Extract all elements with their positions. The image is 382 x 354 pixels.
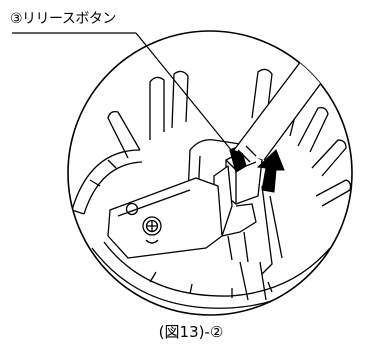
figure-caption: (図13)-② [158,323,224,341]
screw-icon [142,216,162,236]
plate-hole [125,202,139,216]
release-button-label: ③リリースボタン [10,11,116,27]
arrow-up-icon [256,149,285,193]
mounting-plate [107,177,223,259]
leader-line-diagonal [135,32,237,157]
